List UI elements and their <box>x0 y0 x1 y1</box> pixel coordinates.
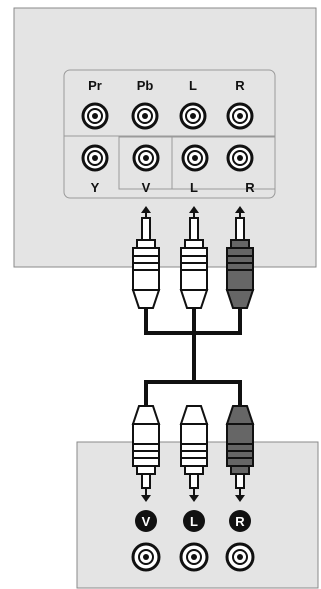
badge-v-circle <box>135 510 157 532</box>
badge-r-circle <box>229 510 251 532</box>
rca-jack-top-l <box>179 102 207 130</box>
label-pb: Pb <box>137 78 154 93</box>
label-top-r: R <box>235 78 245 93</box>
device-jack-video <box>131 542 161 572</box>
badge-l-circle <box>183 510 205 532</box>
label-bottom-l: L <box>190 180 198 195</box>
device-jack-left <box>179 542 209 572</box>
rca-jack-top-r <box>226 102 254 130</box>
composite-group-frame <box>118 136 276 190</box>
device-jack-right <box>225 542 255 572</box>
rca-plug-lower-right <box>225 405 255 489</box>
rca-jack-v <box>132 144 160 172</box>
badge-v: V <box>142 514 151 529</box>
rca-plug-upper-left <box>179 217 209 309</box>
jack-group-frame <box>63 69 276 199</box>
rca-plug-lower-video <box>131 405 161 489</box>
rca-plug-lower-left <box>179 405 209 489</box>
badge-r: R <box>235 514 245 529</box>
av-cable <box>144 308 242 406</box>
rca-jack-y <box>81 144 109 172</box>
rca-jack-pr <box>81 102 109 130</box>
arrow-down-video <box>141 488 151 502</box>
rca-plug-upper-right <box>225 217 255 309</box>
rca-jack-bottom-r <box>226 144 254 172</box>
label-v: V <box>142 180 151 195</box>
label-bottom-r: R <box>245 180 255 195</box>
rca-jack-bottom-l <box>181 144 209 172</box>
label-y: Y <box>91 180 100 195</box>
label-pr: Pr <box>88 78 102 93</box>
rca-jack-pb <box>131 102 159 130</box>
arrow-down-left <box>189 488 199 502</box>
arrow-down-right <box>235 488 245 502</box>
badge-l: L <box>190 514 198 529</box>
label-top-l: L <box>189 78 197 93</box>
rca-plug-upper-video <box>131 217 161 309</box>
